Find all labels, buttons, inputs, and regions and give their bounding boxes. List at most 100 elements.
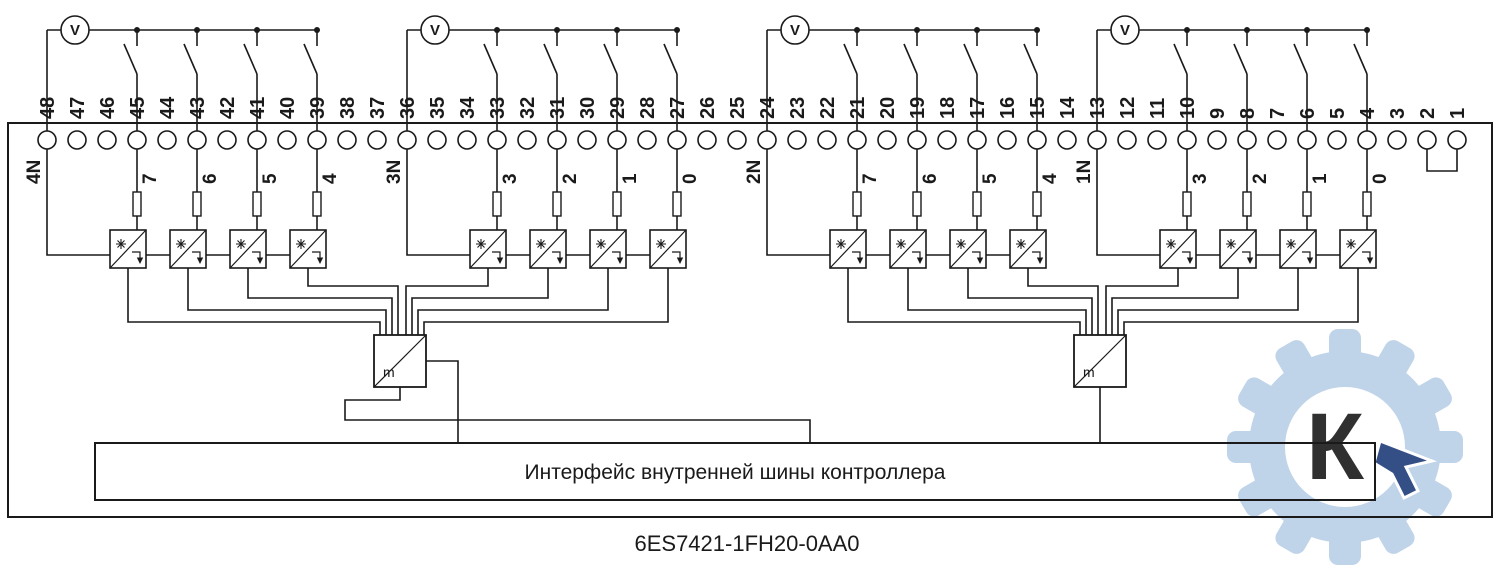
switch-contact	[843, 43, 858, 75]
channel-to-mux-line	[127, 268, 381, 335]
switch-contact	[963, 43, 978, 75]
led-icon	[476, 239, 486, 249]
terminal-number: 4	[1357, 107, 1379, 119]
terminal-number: 1	[1447, 108, 1469, 119]
input-resistor	[1302, 191, 1312, 217]
terminal-circle	[97, 130, 117, 150]
terminal-number: 20	[877, 97, 899, 119]
terminal-number: 6	[1297, 108, 1319, 119]
switch-contact	[663, 43, 678, 75]
terminal-number: 17	[967, 97, 989, 119]
terminal-circle	[1207, 130, 1227, 150]
terminal-number: 46	[97, 97, 119, 119]
terminal-circle	[1417, 130, 1437, 150]
terminal-number: 27	[667, 97, 689, 119]
led-icon	[176, 239, 186, 249]
led-icon	[116, 239, 126, 249]
photodetector-icon	[252, 251, 261, 258]
switch-contact	[1353, 43, 1368, 75]
photodetector-icon	[1362, 251, 1371, 258]
photodetector-icon	[132, 251, 141, 258]
led-icon	[956, 239, 966, 249]
terminal-circle	[577, 130, 597, 150]
channel-to-mux-line	[1105, 268, 1179, 335]
terminal-circle	[127, 130, 147, 150]
terminal-number: 18	[937, 97, 959, 119]
optocoupler	[1009, 229, 1047, 269]
terminal-circle	[937, 130, 957, 150]
mux1-bus-line2	[426, 360, 459, 443]
terminal-number: 37	[367, 97, 389, 119]
voltage-source-label: V	[1120, 22, 1130, 39]
terminal-circle	[637, 130, 657, 150]
diagram-lines: 1234567891011121314151617181920212223242…	[7, 15, 1493, 518]
channel-to-mux-line	[1111, 268, 1239, 335]
channel-to-mux-line	[187, 268, 387, 335]
terminal-number: 15	[1027, 97, 1049, 119]
photodetector-icon	[1242, 251, 1251, 258]
photodetector-icon	[552, 251, 561, 258]
photodetector-icon	[612, 251, 621, 258]
common-line-internal	[1096, 149, 1160, 256]
terminal-circle	[547, 130, 567, 150]
channel-label: 5	[980, 173, 1001, 184]
terminal-circle	[397, 130, 417, 150]
channel-label: 5	[260, 173, 281, 184]
terminal-number: 38	[337, 97, 359, 119]
terminal-number: 35	[427, 97, 449, 119]
photodetector-icon	[312, 251, 321, 258]
channel-to-mux-line	[405, 268, 489, 335]
terminal-circle	[877, 130, 897, 150]
terminal-number: 10	[1177, 97, 1199, 119]
optocoupler	[1279, 229, 1317, 269]
input-resistor	[612, 191, 622, 217]
terminal-circle	[787, 130, 807, 150]
terminal-circle	[967, 130, 987, 150]
terminal-number: 16	[997, 97, 1019, 119]
terminal-circle	[697, 130, 717, 150]
terminal-circle	[1117, 130, 1137, 150]
optocoupler	[949, 229, 987, 269]
terminal-circle	[667, 130, 687, 150]
input-resistor	[252, 191, 262, 217]
multiplexer-label: m	[383, 364, 395, 380]
switch-contact	[183, 43, 198, 75]
terminal-number: 45	[127, 97, 149, 119]
terminal-number: 28	[637, 97, 659, 119]
terminal-circle	[847, 130, 867, 150]
terminal-circle	[727, 130, 747, 150]
terminal-circle	[367, 130, 387, 150]
led-icon	[656, 239, 666, 249]
channel-label: 1	[1310, 173, 1331, 184]
terminal-circle	[817, 130, 837, 150]
led-icon	[296, 239, 306, 249]
photodetector-icon	[912, 251, 921, 258]
terminal-number: 5	[1327, 108, 1349, 119]
multiplexer: m	[1073, 334, 1127, 388]
led-icon	[236, 239, 246, 249]
terminal-number: 33	[487, 97, 509, 119]
terminal-number: 44	[157, 96, 179, 119]
input-resistor	[1242, 191, 1252, 217]
switch-contact	[243, 43, 258, 75]
channel-to-mux-line	[847, 268, 1081, 335]
channel-label: 4	[1040, 173, 1061, 184]
terminal-circle	[1357, 130, 1377, 150]
channel-to-mux-line	[417, 268, 609, 335]
terminal-circle	[1237, 130, 1257, 150]
channel-label: 0	[1370, 173, 1391, 184]
channel-label: 3	[1190, 173, 1211, 184]
terminal-number: 21	[847, 97, 869, 119]
led-icon	[1286, 239, 1296, 249]
terminal-circle	[457, 130, 477, 150]
channel-label: 0	[680, 173, 701, 184]
optocoupler	[1219, 229, 1257, 269]
watermark-arrow-icon	[1372, 439, 1438, 501]
terminal-circle	[1267, 130, 1287, 150]
optocoupler	[649, 229, 687, 269]
terminal-number: 42	[217, 97, 239, 119]
terminal-circle	[907, 130, 927, 150]
optocoupler	[829, 229, 867, 269]
led-icon	[836, 239, 846, 249]
